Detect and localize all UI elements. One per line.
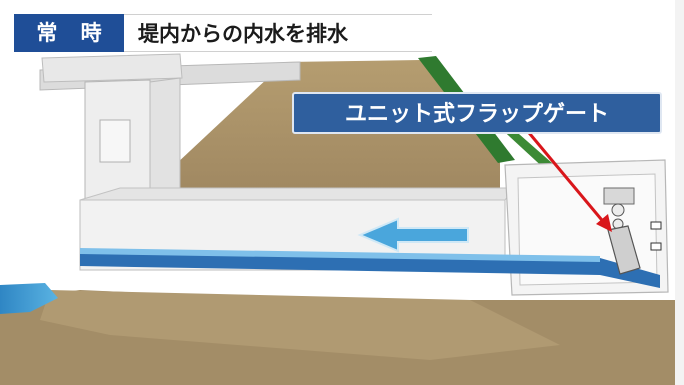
walkway-platform: [41, 53, 183, 83]
scan-edge: [675, 0, 684, 385]
mode-badge: 常 時: [14, 14, 124, 52]
description-badge: 堤内からの内水を排水: [124, 14, 432, 52]
tower-panel: [99, 119, 131, 163]
pointer-arrow-icon: [523, 127, 612, 232]
flap-gate-label: ユニット式フラップゲート: [292, 92, 662, 134]
ground-slope: [40, 290, 560, 360]
channel-water-surface: [80, 248, 600, 262]
river-water: [0, 283, 58, 314]
tower-side: [149, 77, 181, 201]
flap-gate: [603, 187, 641, 275]
culvert-top: [79, 187, 517, 201]
left-arrow-icon: [357, 217, 469, 253]
wall-marker-lower: [650, 242, 662, 251]
wall-marker-upper: [650, 221, 662, 230]
